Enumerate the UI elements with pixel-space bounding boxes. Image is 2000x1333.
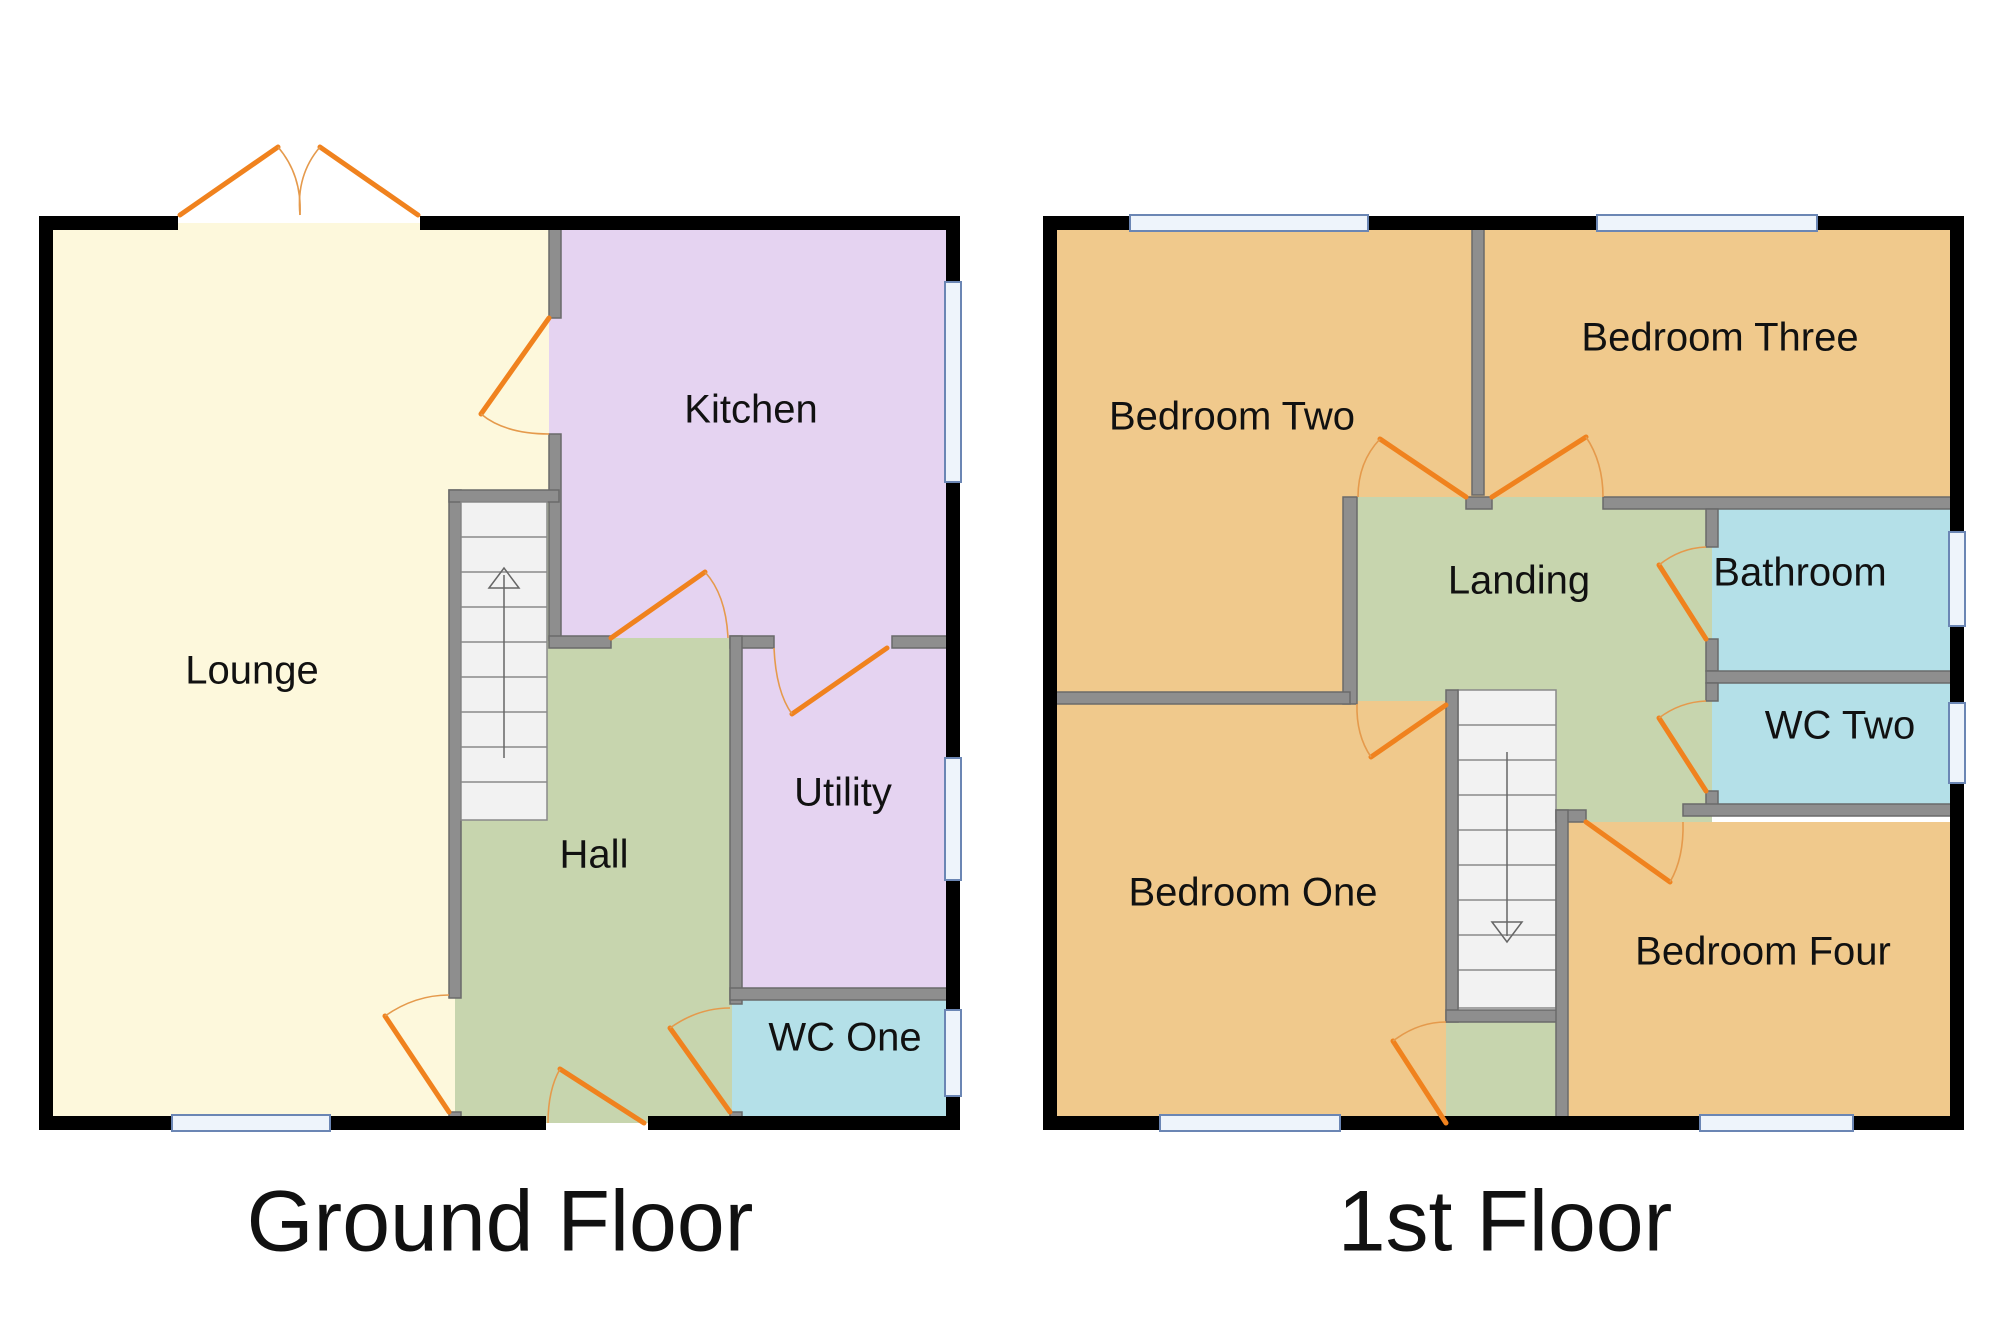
first-floor-staircase <box>1457 689 1557 1009</box>
first-floor-plan: Bedroom Two Bedroom Three Landing Bathro… <box>1043 214 1966 1270</box>
wall-bed2-bed1 <box>1049 691 1351 705</box>
bedroom-one-label: Bedroom One <box>1128 871 1377 915</box>
wall-hall-utility <box>729 635 743 1005</box>
wc-two-label: WC Two <box>1765 704 1915 748</box>
wall-kitchen-utility-right <box>891 635 954 649</box>
bedroom-three-window <box>1596 214 1818 232</box>
wall-stair-lounge <box>448 489 462 999</box>
utility-room <box>740 638 953 991</box>
bedroom-one-room <box>1050 701 1446 1123</box>
ground-floor-title: Ground Floor <box>247 1174 754 1270</box>
bathroom-window <box>1948 531 1966 627</box>
bedroom-one-window <box>1159 1114 1341 1132</box>
wall-lounge-kitchen-lower <box>548 433 562 641</box>
kitchen-utility-door <box>773 645 890 717</box>
wall-bath-landing-lower <box>1705 638 1719 672</box>
hall-lounge-door <box>382 994 452 1115</box>
bedroom-three-label: Bedroom Three <box>1581 316 1858 360</box>
wall-stair-left <box>1445 689 1459 1023</box>
kitchen-window <box>944 281 962 483</box>
wall-stair-top <box>448 489 560 503</box>
utility-window <box>944 757 962 881</box>
wc-one-room <box>732 995 953 1123</box>
bedroom-two-label: Bedroom Two <box>1109 395 1355 439</box>
wall-bed2-bed3 <box>1471 222 1485 496</box>
wall-bed2-landing <box>1342 496 1358 705</box>
first-floor-exterior-wall <box>1043 216 1964 1130</box>
wall-stair-bottom <box>1445 1009 1563 1023</box>
bedroom-four-window <box>1699 1114 1854 1132</box>
landing-label: Landing <box>1448 559 1590 603</box>
hall-label: Hall <box>560 833 629 877</box>
first-floor-title: 1st Floor <box>1338 1174 1673 1270</box>
bathroom-door <box>1656 546 1709 642</box>
bedroom-four-door <box>1583 819 1684 885</box>
wc-one-label: WC One <box>768 1016 921 1060</box>
ground-floor-staircase <box>460 501 548 821</box>
lounge-label: Lounge <box>185 649 318 693</box>
wall-utility-wc <box>729 987 954 1001</box>
bathroom-room <box>1712 503 1957 677</box>
front-door <box>547 1066 647 1126</box>
bedroom-one-door-upper <box>1356 702 1449 760</box>
wc-two-door <box>1656 700 1709 794</box>
wall-bed3-landing <box>1602 496 1958 510</box>
utility-label: Utility <box>794 771 892 815</box>
bedroom-two-window <box>1129 214 1369 232</box>
wall-kitchen-hall <box>548 635 612 649</box>
bedroom-two-door <box>1357 436 1469 500</box>
kitchen-label: Kitchen <box>684 388 817 432</box>
bedroom-four-room <box>1566 822 1957 1123</box>
bathroom-label: Bathroom <box>1713 551 1886 595</box>
lounge-kitchen-door <box>478 315 552 435</box>
wall-bath-landing-upper <box>1705 508 1719 548</box>
lounge-window <box>171 1114 331 1132</box>
wc-two-window <box>1948 702 1966 784</box>
kitchen-hall-door <box>608 569 729 641</box>
wall-stair-right <box>1555 809 1569 1124</box>
ground-floor-plan: Lounge Kitchen Utility Hall WC One Groun… <box>39 144 962 1270</box>
bedroom-four-label: Bedroom Four <box>1635 930 1891 974</box>
lounge-french-doors <box>177 144 421 218</box>
landing-lower-strip <box>1446 1018 1556 1123</box>
kitchen-room <box>549 223 953 638</box>
wall-wc-bed4 <box>1682 803 1958 817</box>
bedroom-three-door <box>1489 434 1604 500</box>
wc-one-window <box>944 1009 962 1097</box>
wall-wc-landing-stub <box>1705 682 1719 702</box>
bedroom-one-door-lower <box>1390 1021 1449 1126</box>
wall-lounge-kitchen-upper <box>548 222 562 319</box>
wall-bath-wc <box>1705 670 1958 684</box>
hall-wc-door <box>667 1007 733 1115</box>
wall-landing-top-stub <box>1465 496 1493 510</box>
wc-two-room <box>1712 677 1957 810</box>
